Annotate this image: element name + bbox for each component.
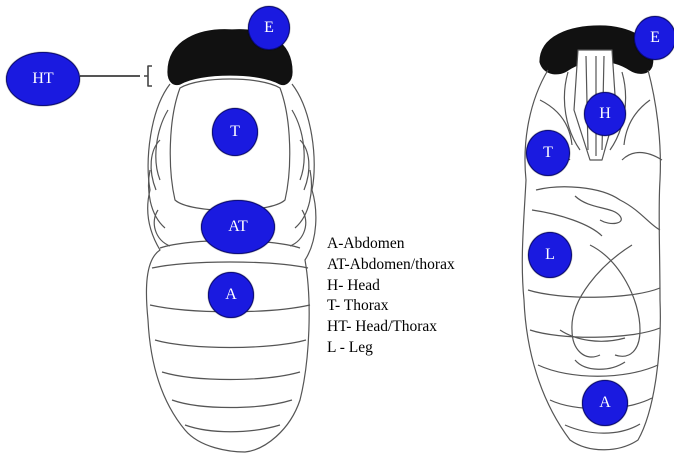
legend-item: HT- Head/Thorax	[327, 317, 455, 338]
label-marker: L	[528, 232, 572, 278]
label-marker: A	[582, 380, 628, 426]
legend-item: AT-Abdomen/thorax	[327, 255, 455, 276]
legend-item: T- Thorax	[327, 296, 455, 317]
legend-item: A-Abdomen	[327, 234, 455, 255]
label-marker: T	[526, 130, 570, 176]
label-marker: AT	[201, 200, 275, 254]
label-marker: E	[248, 6, 290, 50]
legend-item: L - Leg	[327, 338, 455, 359]
label-marker: T	[212, 108, 258, 156]
legend: A-Abdomen AT-Abdomen/thorax H- Head T- T…	[327, 234, 455, 359]
label-marker: HT	[6, 52, 80, 106]
left-pupa	[80, 30, 316, 452]
label-marker: E	[634, 16, 674, 60]
legend-item: H- Head	[327, 276, 455, 297]
label-marker: A	[208, 272, 254, 318]
label-marker: H	[584, 92, 626, 136]
